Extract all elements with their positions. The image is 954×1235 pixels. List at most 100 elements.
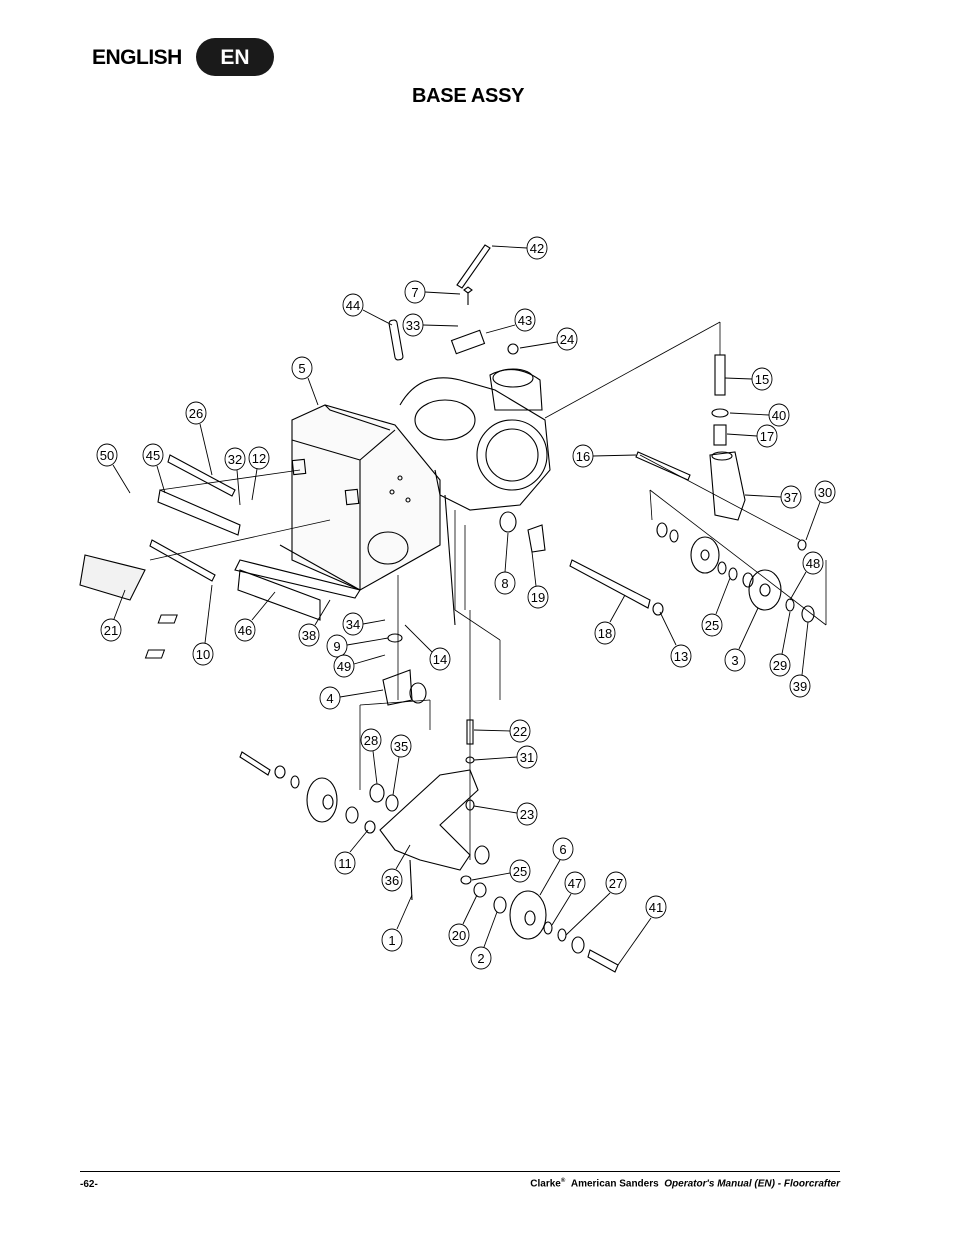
callout-27: 27: [565, 871, 627, 936]
callout-19: 19: [527, 551, 549, 609]
footer-brand: Clarke: [530, 1178, 561, 1190]
svg-text:23: 23: [520, 807, 534, 822]
footer-registered: ®: [560, 1178, 566, 1184]
svg-text:34: 34: [346, 617, 360, 632]
page-number: -62-: [80, 1179, 98, 1190]
svg-text:27: 27: [609, 876, 623, 891]
svg-text:40: 40: [772, 408, 786, 423]
callout-8: 8: [494, 532, 516, 595]
svg-text:13: 13: [674, 649, 688, 664]
callout-39: 39: [789, 621, 811, 698]
callout-23: 23: [473, 802, 538, 826]
svg-text:6: 6: [559, 842, 566, 857]
callout-7: 7: [404, 280, 461, 304]
callout-48: 48: [789, 551, 824, 601]
callout-36: 36: [381, 844, 411, 892]
callout-31: 31: [473, 745, 538, 769]
svg-text:16: 16: [576, 449, 590, 464]
callout-11: 11: [334, 829, 369, 875]
leader-lines: [149, 321, 827, 860]
svg-text:12: 12: [252, 451, 266, 466]
footer-rule: [80, 1171, 840, 1172]
svg-text:11: 11: [338, 856, 352, 871]
svg-text:37: 37: [784, 490, 798, 505]
svg-text:5: 5: [298, 361, 305, 376]
svg-text:2: 2: [477, 951, 484, 966]
callout-44: 44: [342, 293, 393, 326]
svg-text:50: 50: [100, 448, 114, 463]
callout-35: 35: [390, 734, 412, 796]
svg-text:24: 24: [560, 332, 574, 347]
callout-42: 42: [491, 236, 548, 260]
callout-50: 50: [96, 443, 131, 494]
callout-40: 40: [729, 403, 790, 427]
footer-manual-title: Clarke® American Sanders Operator's Manu…: [530, 1178, 840, 1189]
svg-text:15: 15: [755, 372, 769, 387]
svg-text:7: 7: [411, 285, 418, 300]
svg-text:44: 44: [346, 298, 360, 313]
svg-text:18: 18: [598, 626, 612, 641]
svg-text:45: 45: [146, 448, 160, 463]
callout-37: 37: [744, 485, 802, 509]
callout-10: 10: [192, 584, 214, 666]
svg-text:26: 26: [189, 406, 203, 421]
callout-18: 18: [594, 594, 626, 645]
svg-text:9: 9: [333, 639, 340, 654]
svg-text:17: 17: [760, 429, 774, 444]
callout-3: 3: [724, 607, 759, 672]
svg-text:48: 48: [806, 556, 820, 571]
svg-text:20: 20: [452, 928, 466, 943]
callout-17: 17: [726, 424, 778, 448]
svg-text:1: 1: [388, 933, 395, 948]
callout-15: 15: [724, 367, 773, 391]
svg-text:38: 38: [302, 628, 316, 643]
svg-text:30: 30: [818, 485, 832, 500]
svg-text:39: 39: [793, 679, 807, 694]
svg-text:46: 46: [238, 623, 252, 638]
svg-text:41: 41: [649, 900, 663, 915]
callout-32: 32: [224, 447, 246, 506]
callout-25-top: 25: [701, 577, 731, 637]
language-badge: EN: [196, 38, 274, 76]
callout-24: 24: [519, 327, 578, 351]
callout-12: 12: [248, 446, 270, 501]
svg-text:19: 19: [531, 590, 545, 605]
callout-26: 26: [185, 401, 213, 476]
callout-5: 5: [291, 356, 319, 406]
small-parts: [79, 244, 815, 973]
svg-text:8: 8: [501, 576, 508, 591]
callout-9: 9: [326, 634, 389, 658]
base-housing: [291, 368, 551, 626]
callout-38: 38: [298, 599, 331, 647]
callout-25-bottom: 25: [471, 859, 531, 883]
svg-text:47: 47: [568, 876, 582, 891]
callout-20: 20: [448, 894, 478, 947]
callout-13: 13: [659, 611, 692, 668]
svg-text:42: 42: [530, 241, 544, 256]
svg-text:36: 36: [385, 873, 399, 888]
svg-text:32: 32: [228, 452, 242, 467]
callout-4: 4: [319, 686, 384, 710]
svg-text:4: 4: [326, 691, 333, 706]
callout-2: 2: [470, 911, 498, 970]
callout-6: 6: [539, 837, 574, 896]
svg-text:25: 25: [513, 864, 527, 879]
footer-company: American Sanders: [570, 1178, 659, 1190]
svg-text:31: 31: [520, 750, 534, 765]
svg-text:14: 14: [433, 652, 447, 667]
svg-text:43: 43: [518, 313, 532, 328]
svg-text:35: 35: [394, 739, 408, 754]
callout-47: 47: [551, 871, 586, 926]
svg-text:10: 10: [196, 647, 210, 662]
svg-text:49: 49: [337, 659, 351, 674]
svg-text:22: 22: [513, 724, 527, 739]
callouts: 42 7 44 33 43 24 5 15 40 17 26 50 45 32 …: [96, 236, 836, 970]
callout-45: 45: [142, 443, 166, 494]
svg-text:28: 28: [364, 733, 378, 748]
page-title: BASE ASSY: [412, 85, 525, 107]
callout-43: 43: [485, 308, 536, 334]
callout-33: 33: [402, 313, 459, 337]
callout-16: 16: [572, 444, 637, 468]
svg-text:29: 29: [773, 658, 787, 673]
